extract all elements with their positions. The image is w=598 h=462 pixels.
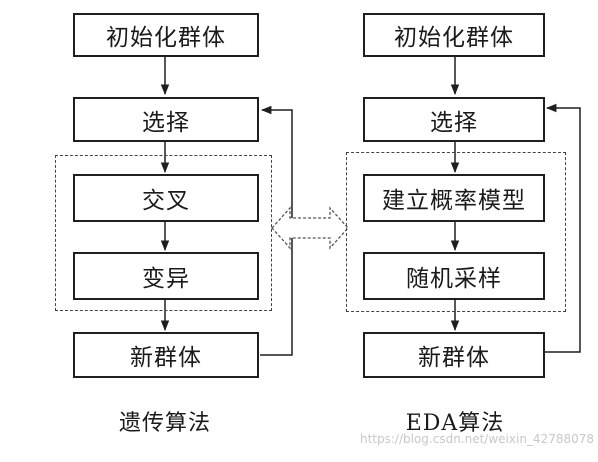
- ga-operators-group: [55, 155, 272, 311]
- eda-new-population-label: 新群体: [418, 345, 490, 371]
- eda-model-group: [346, 152, 566, 312]
- ga-init-population-box: 初始化群体: [73, 13, 259, 57]
- eda-probability-model-label: 建立概率模型: [382, 188, 526, 214]
- eda-random-sampling-label: 随机采样: [406, 266, 502, 292]
- ga-init-population-label: 初始化群体: [106, 25, 226, 51]
- ga-selection-box: 选择: [73, 97, 259, 142]
- watermark: https://blog.csdn.net/weixin_42788078: [359, 432, 594, 446]
- eda-new-population-box: 新群体: [363, 332, 545, 378]
- eda-probability-model-box: 建立概率模型: [363, 174, 545, 222]
- eda-init-population-box: 初始化群体: [363, 13, 545, 57]
- ga-caption: 遗传算法: [118, 411, 211, 436]
- eda-selection-label: 选择: [430, 109, 478, 136]
- eda-selection-box: 选择: [363, 97, 545, 142]
- ga-new-population-label: 新群体: [130, 345, 202, 371]
- ga-mutation-label: 变异: [142, 266, 190, 292]
- eda-feedback-loop: [545, 103, 581, 353]
- eda-caption: EDA算法: [405, 411, 505, 436]
- eda-random-sampling-box: 随机采样: [363, 252, 545, 300]
- ga-crossover-box: 交叉: [73, 174, 259, 222]
- ga-crossover-label: 交叉: [142, 188, 190, 214]
- eda-init-population-label: 初始化群体: [394, 25, 514, 51]
- ga-new-population-box: 新群体: [73, 332, 259, 378]
- comparison-double-arrow: [271, 206, 349, 250]
- ga-mutation-box: 变异: [73, 252, 259, 300]
- ga-selection-label: 选择: [142, 109, 190, 136]
